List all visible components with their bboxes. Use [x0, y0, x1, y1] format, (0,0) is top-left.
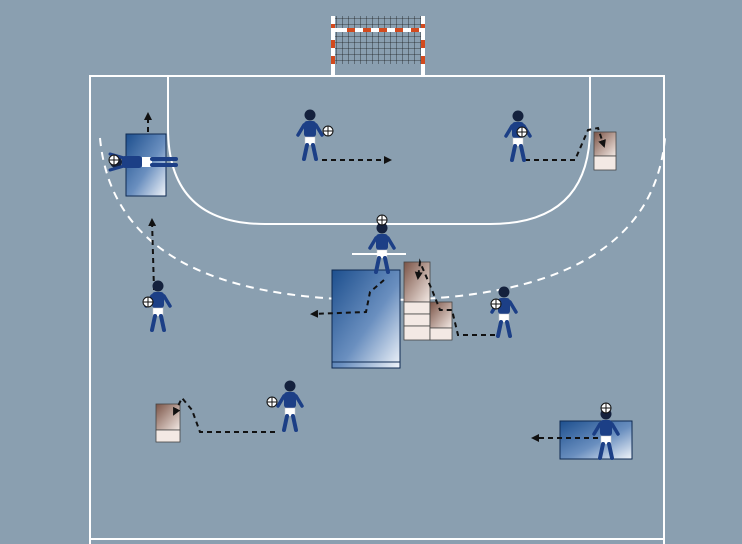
path-center-jump	[310, 279, 385, 318]
player-lying	[108, 152, 178, 172]
path-top-right	[525, 126, 606, 161]
goal	[331, 16, 425, 76]
goal-area-line	[167, 76, 591, 225]
mat-center	[331, 269, 401, 369]
mat-right-bottom	[559, 420, 633, 460]
box-stack-bottom-left	[155, 403, 181, 443]
path-bottom-left	[173, 396, 275, 433]
path-right-middle	[414, 258, 495, 336]
path-left-up-2	[148, 218, 157, 291]
box-stack-top-right	[593, 131, 617, 171]
court-boundary-line	[89, 75, 665, 544]
box-stack-center	[403, 261, 453, 341]
